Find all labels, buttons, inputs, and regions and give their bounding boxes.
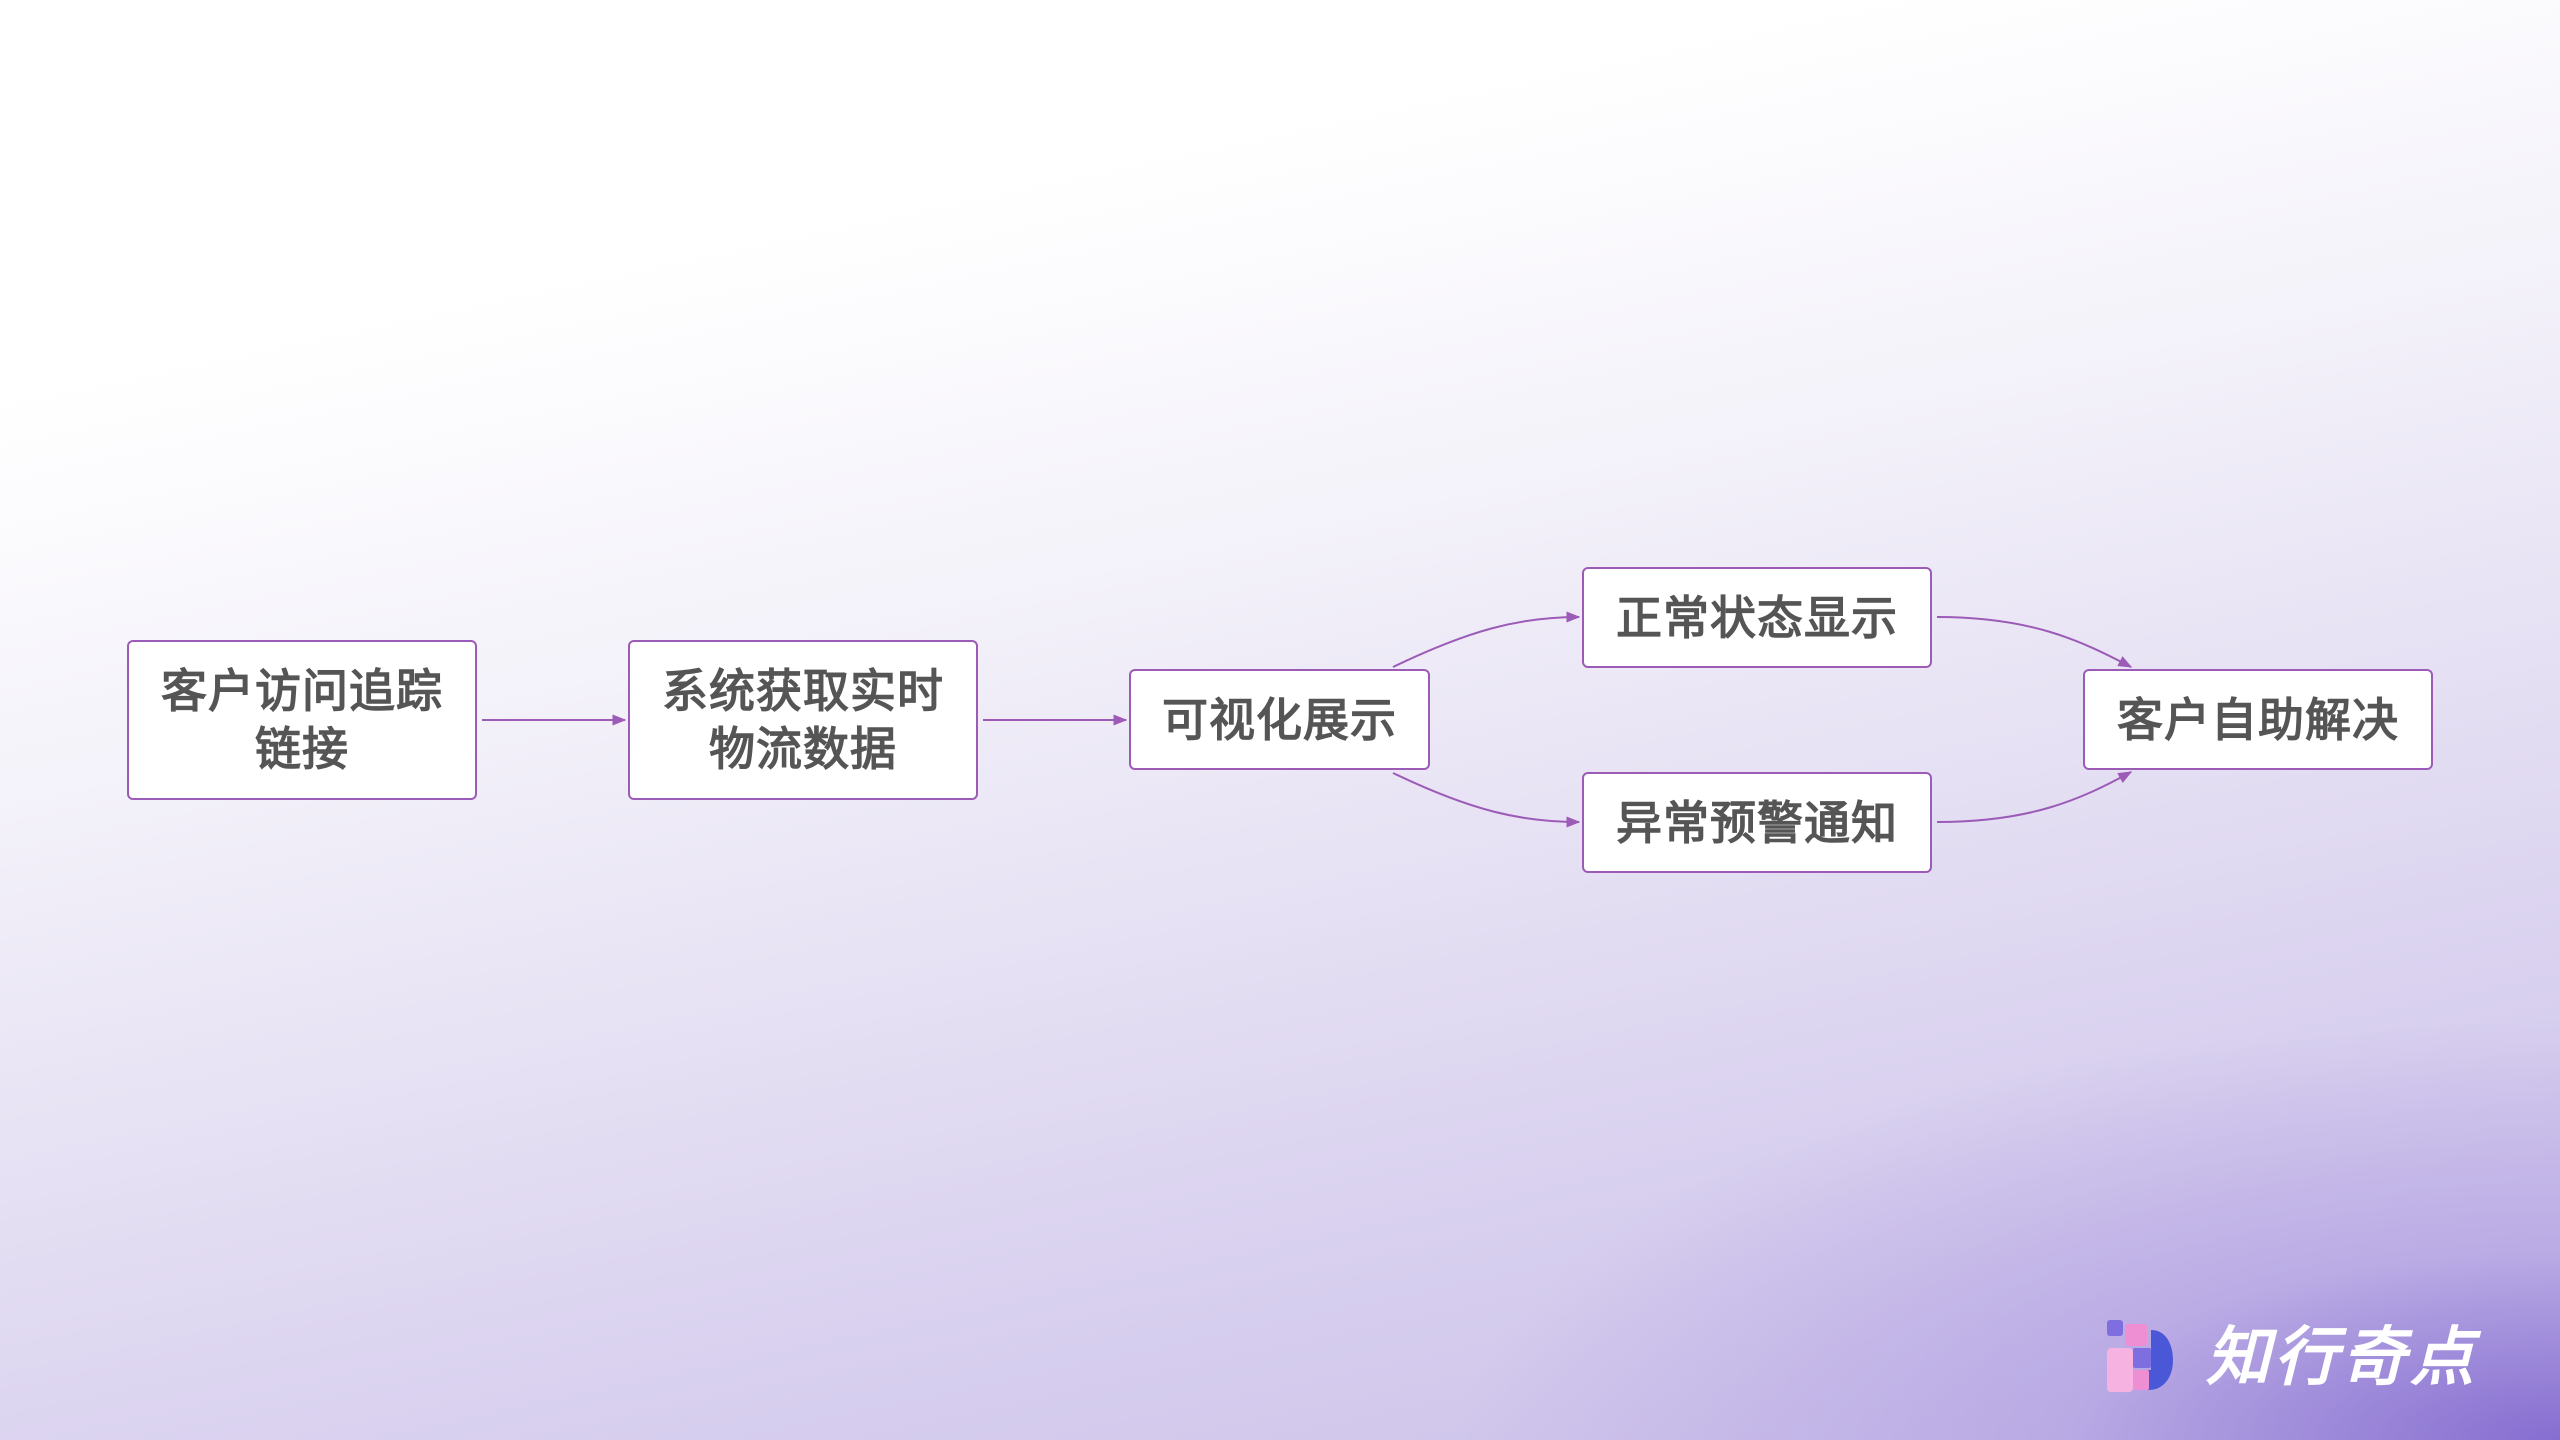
edge-n4-n6	[1936, 616, 2133, 668]
node-label-line: 异常预警通知	[1616, 795, 1898, 850]
flow-node-self-service: 客户自助解决	[2083, 669, 2433, 770]
flow-node-fetch-logistics-data: 系统获取实时 物流数据	[628, 640, 978, 800]
flow-node-visit-tracking-link: 客户访问追踪 链接	[127, 640, 477, 800]
flow-node-exception-alert: 异常预警通知	[1582, 772, 1932, 873]
node-label-line: 物流数据	[709, 722, 897, 776]
brand-logo-icon	[2107, 1320, 2173, 1392]
node-label-line: 正常状态显示	[1616, 590, 1898, 645]
node-label-line: 系统获取实时	[662, 664, 944, 718]
flow-node-visualization: 可视化展示	[1129, 669, 1430, 770]
brand-logo: 知行奇点	[2100, 1310, 2520, 1410]
node-label-line: 可视化展示	[1162, 692, 1397, 747]
brand-name: 知行奇点	[2206, 1321, 2478, 1395]
edge-n3-n5	[1392, 772, 1581, 828]
node-label-line: 客户自助解决	[2117, 692, 2399, 747]
node-label-line: 客户访问追踪	[161, 664, 443, 718]
flow-node-normal-status: 正常状态显示	[1582, 567, 1932, 668]
edge-n3-n4	[1392, 611, 1581, 668]
edge-n5-n6	[1936, 771, 2133, 823]
node-label-line: 链接	[255, 722, 349, 776]
